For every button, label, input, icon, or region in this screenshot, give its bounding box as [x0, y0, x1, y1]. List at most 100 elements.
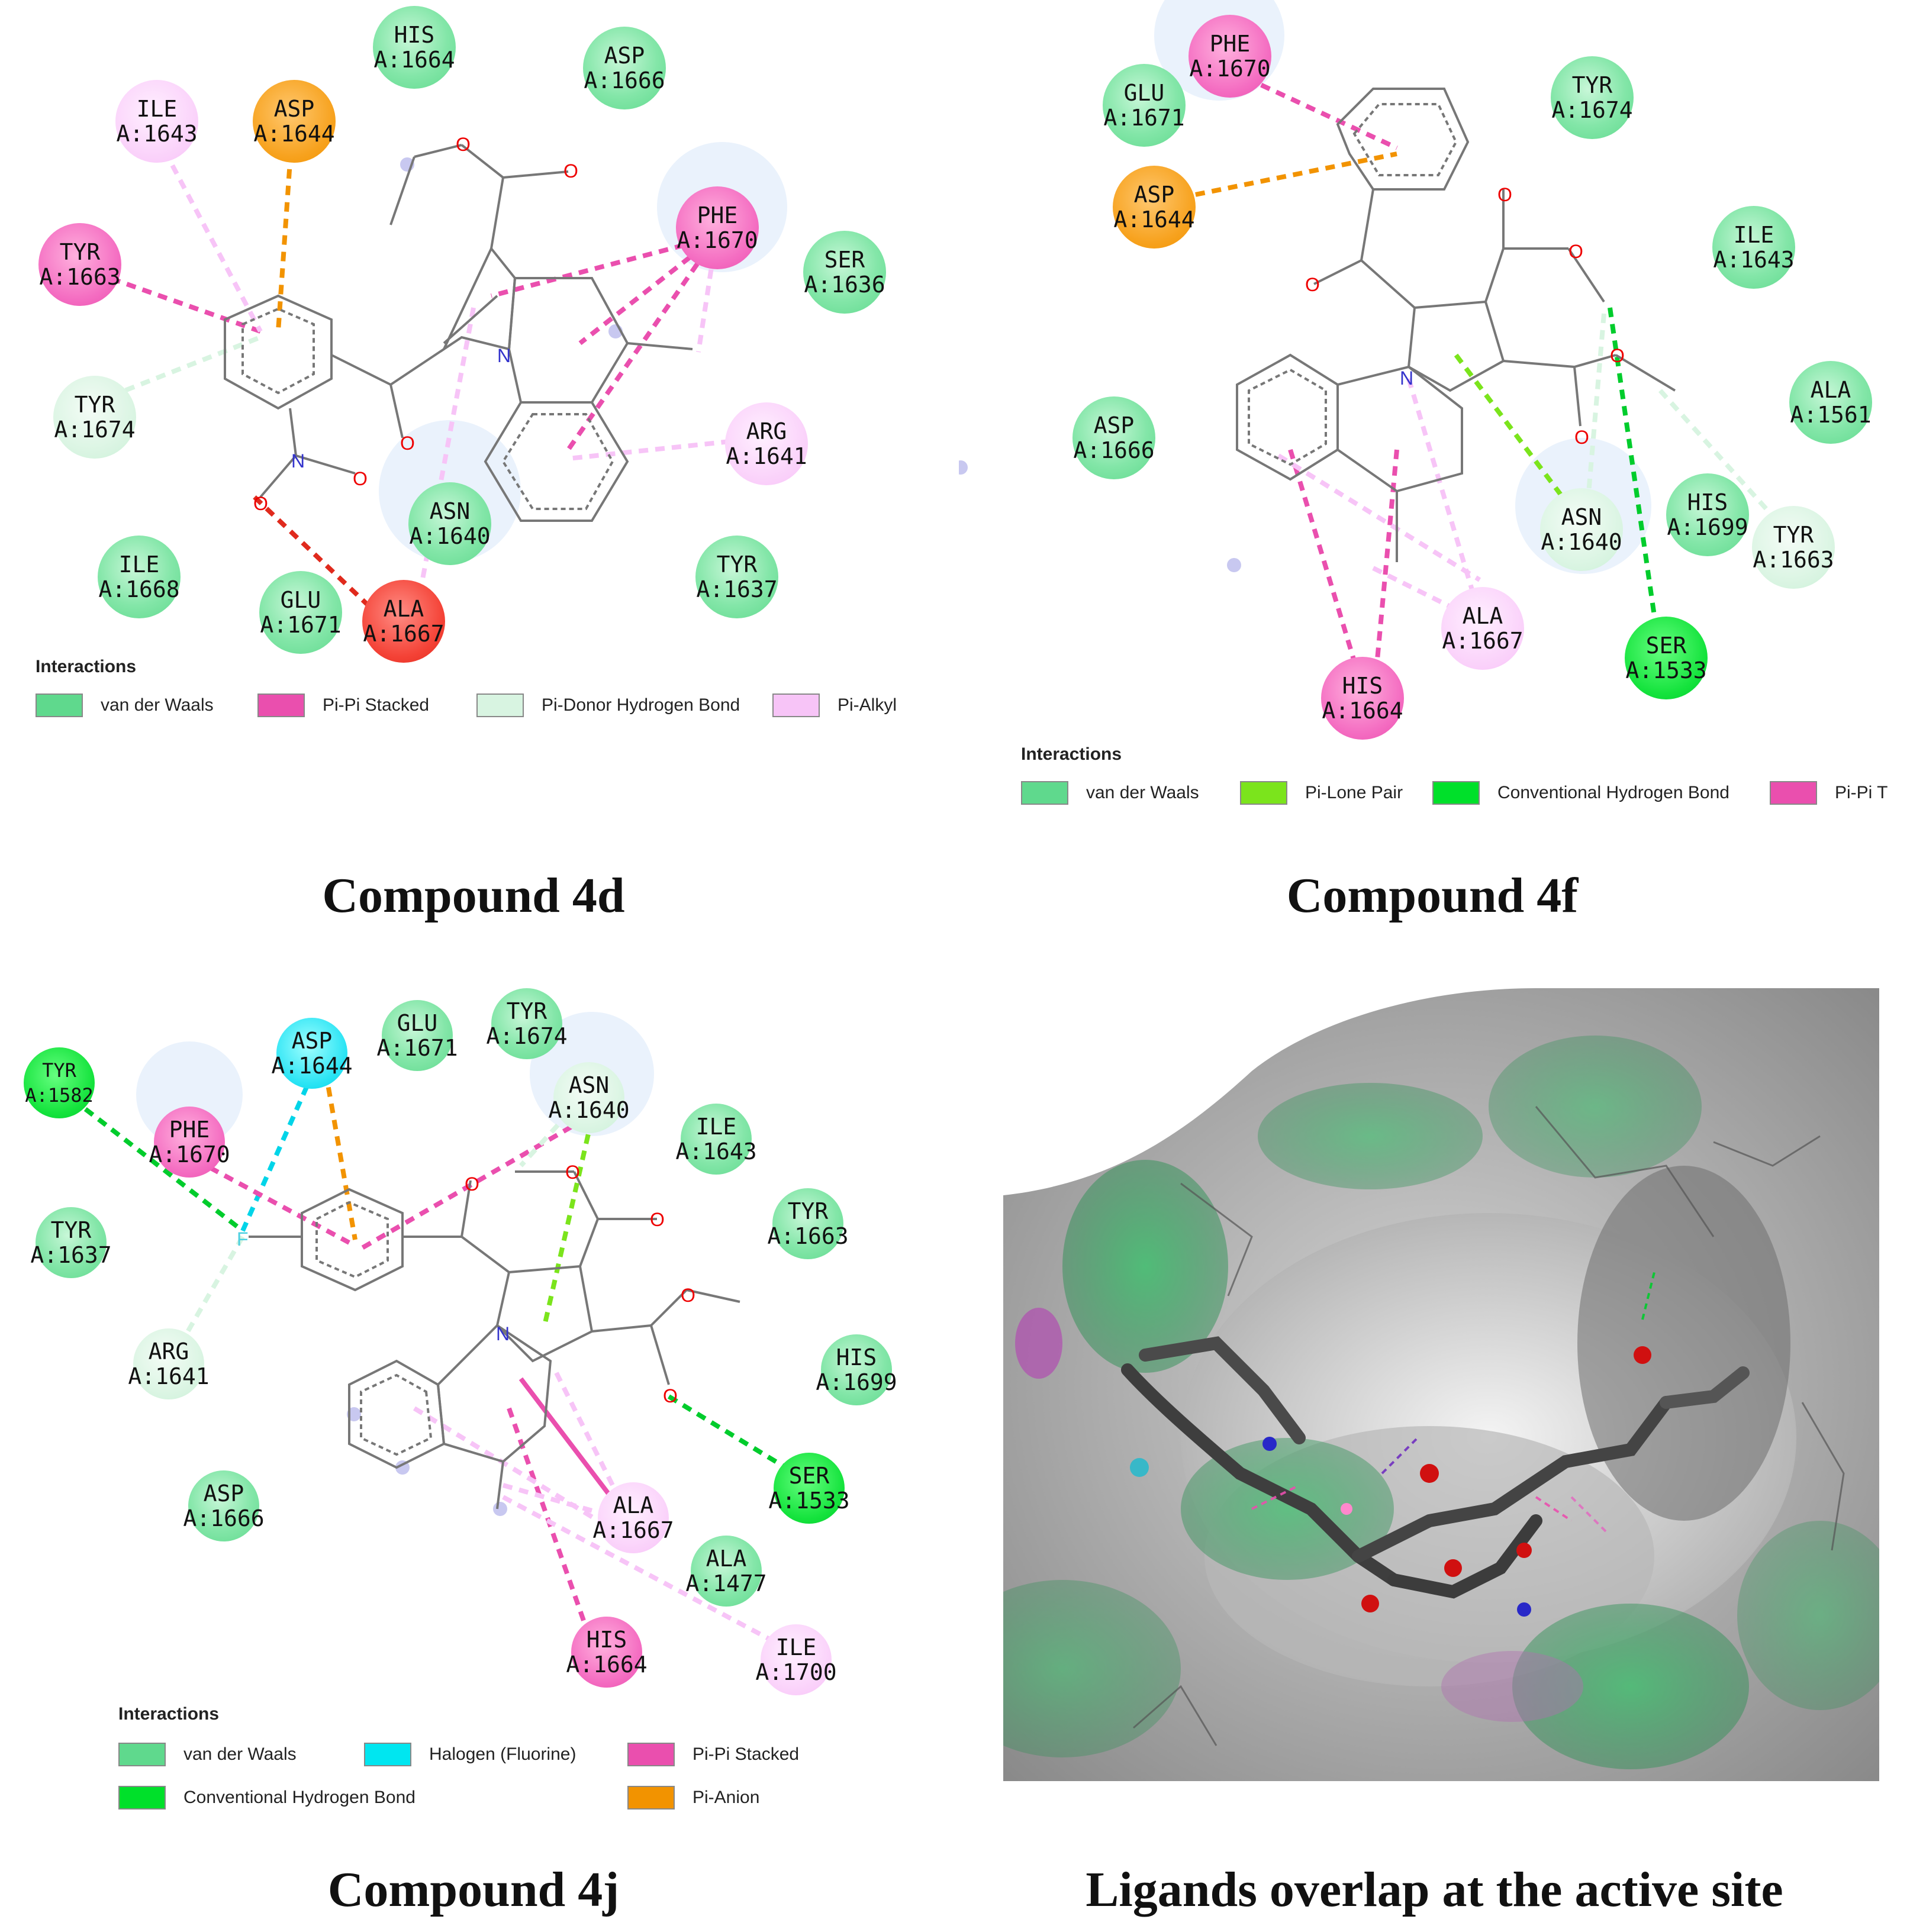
svg-text:O: O — [563, 160, 578, 182]
legend-item: Pi-Pi Stacked — [627, 1743, 799, 1766]
legend-item: van der Waals — [118, 1743, 297, 1766]
svg-text:O: O — [681, 1285, 695, 1306]
legend-title: Interactions — [36, 657, 137, 676]
legend-swatch — [118, 1786, 166, 1810]
svg-text:O: O — [353, 468, 368, 489]
caption-ligands-overlap: Ligands overlap at the active site — [1086, 1862, 1783, 1917]
legend-swatch — [1770, 781, 1817, 805]
legend-swatch — [627, 1743, 675, 1766]
svg-text:O: O — [565, 1162, 580, 1183]
svg-text:O: O — [650, 1209, 665, 1230]
legend-item: Conventional Hydrogen Bond — [118, 1786, 416, 1810]
legend-swatch — [364, 1743, 411, 1766]
legend-item: Conventional Hydrogen Bond — [1432, 781, 1729, 805]
svg-text:O: O — [253, 493, 268, 514]
panel-ligands-overlap: Ligands overlap at the active site — [959, 970, 1910, 1932]
caption-compound-4f: Compound 4f — [1286, 868, 1579, 923]
svg-text:N: N — [496, 1323, 510, 1344]
caption-compound-4d: Compound 4d — [322, 868, 625, 923]
legend-swatch — [627, 1786, 675, 1810]
legend-swatch — [1240, 781, 1287, 805]
svg-text:O: O — [456, 134, 471, 155]
legend-swatch — [118, 1743, 166, 1766]
legend-swatch — [1021, 781, 1068, 805]
legend-item: Pi-Lone Pair — [1240, 781, 1403, 805]
legend-swatch — [772, 694, 820, 717]
svg-text:O: O — [1568, 241, 1583, 262]
svg-text:O: O — [400, 433, 415, 454]
legend-item: Pi-Pi T — [1770, 781, 1888, 805]
svg-text:F: F — [237, 1228, 249, 1250]
legend-item: Pi-Anion — [627, 1786, 759, 1810]
svg-text:O: O — [1497, 184, 1512, 205]
legend-item: van der Waals — [36, 694, 214, 717]
svg-text:N: N — [291, 450, 305, 472]
legend-swatch — [36, 694, 83, 717]
legend-item: Pi-Alkyl — [772, 694, 897, 717]
svg-text:O: O — [1610, 345, 1625, 366]
surface-render — [1003, 988, 1879, 1781]
legend-item: Pi-Donor Hydrogen Bond — [476, 694, 740, 717]
svg-text:O: O — [1574, 427, 1589, 448]
legend-item: van der Waals — [1021, 781, 1199, 805]
svg-text:N: N — [1400, 367, 1413, 389]
svg-text:O: O — [663, 1385, 678, 1407]
svg-text:O: O — [1305, 274, 1320, 295]
svg-text:N: N — [497, 345, 511, 366]
caption-compound-4j: Compound 4j — [327, 1862, 620, 1917]
legend-title: Interactions — [1021, 744, 1122, 764]
legend-swatch — [1432, 781, 1480, 805]
legend-item: Pi-Pi Stacked — [257, 694, 429, 717]
svg-text:O: O — [465, 1173, 479, 1195]
legend-item: Halogen (Fluorine) — [364, 1743, 576, 1766]
legend-swatch — [476, 694, 524, 717]
legend-title: Interactions — [118, 1704, 220, 1724]
legend-swatch — [257, 694, 305, 717]
